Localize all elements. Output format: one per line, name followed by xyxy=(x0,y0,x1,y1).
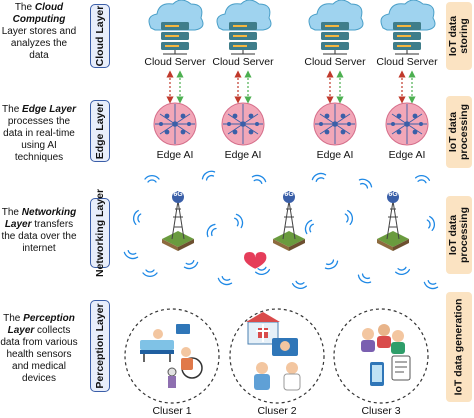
cloud-server-1 xyxy=(148,0,204,55)
cluster-2 xyxy=(229,308,325,404)
desc-bold: Perception Layer xyxy=(7,313,75,336)
wifi-icon xyxy=(358,178,373,189)
healthcare-icon xyxy=(246,312,301,391)
wifi-icon xyxy=(344,209,354,226)
server-icon xyxy=(229,22,257,55)
cloud-server-label-1: Cloud Server xyxy=(144,56,206,68)
wifi-icon xyxy=(394,266,411,276)
wifi-icon xyxy=(217,275,233,286)
cloud-server-label-2: Cloud Server xyxy=(212,56,274,68)
desc-text: processes the data in real-time using AI… xyxy=(3,116,75,163)
edge-ai-label-3: Edge AI xyxy=(316,149,354,161)
cloud-server-label-4: Cloud Server xyxy=(376,56,438,68)
desc-text: The xyxy=(1,207,22,218)
wifi-icon xyxy=(254,266,271,276)
wifi-icon xyxy=(426,215,436,232)
cloud-layer-pill: Cloud Layer xyxy=(90,4,110,68)
server-icon xyxy=(161,22,189,55)
wifi-icon xyxy=(251,174,267,185)
wifi-icon xyxy=(183,259,199,270)
edge-ai-label-2: Edge AI xyxy=(224,149,262,161)
edge-ai-4 xyxy=(385,102,429,146)
cluster-label-2: Cluser 2 xyxy=(257,405,297,417)
tower-icon xyxy=(377,191,409,251)
wifi-icon xyxy=(123,249,139,260)
desc-text: The xyxy=(14,2,35,13)
wifi-icon xyxy=(233,213,244,229)
networking-layer-description: The Networking Layer transfers the data … xyxy=(0,207,78,255)
wifi-icon xyxy=(201,170,216,181)
edge-layer-description: The Edge Layer processes the data in rea… xyxy=(0,104,78,164)
wifi-icon xyxy=(423,279,439,290)
wifi-icon xyxy=(206,223,217,238)
wifi-icon xyxy=(324,259,339,270)
desc-bold: Cloud Computing xyxy=(12,2,66,25)
cloud-server-4 xyxy=(380,0,436,55)
tower-icon xyxy=(162,191,194,251)
brain-icon xyxy=(385,102,429,146)
side-pill-processing-network: IoT data processing xyxy=(446,196,472,274)
wifi-icon xyxy=(414,174,431,184)
perception-layer-description: The Perception Layer collects data from … xyxy=(0,313,78,385)
wifi-icon xyxy=(304,219,315,235)
edge-ai-label-4: Edge AI xyxy=(388,149,426,161)
healthcare-icon xyxy=(140,324,203,388)
wifi-icon xyxy=(144,175,160,183)
desc-text: The xyxy=(2,104,23,115)
tower-1 xyxy=(162,191,194,251)
server-icon xyxy=(393,22,421,55)
desc-text: Layer stores and analyzes the data xyxy=(1,26,77,61)
edge-ai-2 xyxy=(221,102,265,146)
cloud-server-3 xyxy=(308,0,364,55)
tower-6g-label-1: 6G xyxy=(173,191,183,198)
brain-icon xyxy=(153,102,197,146)
side-pill-storing: IoT data storing xyxy=(446,2,472,70)
cluster-3 xyxy=(244,252,429,404)
tower-2 xyxy=(273,191,305,251)
cloud-edge-links xyxy=(166,70,416,104)
brain-icon xyxy=(313,102,357,146)
healthcare-icon xyxy=(244,252,411,386)
brain-icon xyxy=(221,102,265,146)
wifi-icon xyxy=(142,269,158,277)
cloud-server-2 xyxy=(216,0,272,55)
wifi-icon xyxy=(291,280,308,290)
perception-layer-pill: Perception Layer xyxy=(90,300,110,392)
networking-layer-pill: Networking Layer xyxy=(90,189,110,277)
server-icon xyxy=(321,22,349,55)
desc-text: collects data from various health sensor… xyxy=(0,325,78,384)
desc-text: The xyxy=(3,313,24,324)
edge-ai-3 xyxy=(313,102,357,146)
wifi-icon xyxy=(132,209,142,226)
tower-3 xyxy=(377,191,409,251)
cloud-layer-description: The Cloud Computing Layer stores and ana… xyxy=(0,2,78,62)
wifi-icon xyxy=(357,273,372,284)
desc-text: transfers the data over the internet xyxy=(1,219,77,254)
side-pill-processing-edge: IoT data processing xyxy=(446,96,472,168)
edge-ai-1 xyxy=(153,102,197,146)
edge-layer-pill: Edge Layer xyxy=(90,100,110,162)
cluster-1 xyxy=(124,308,220,404)
tower-6g-label-3: 6G xyxy=(388,191,398,198)
desc-bold: Edge Layer xyxy=(22,104,76,115)
tower-6g-label-2: 6G xyxy=(284,191,294,198)
desc-bold: Networking Layer xyxy=(4,207,77,230)
tower-icon xyxy=(273,191,305,251)
edge-ai-label-1: Edge AI xyxy=(156,149,194,161)
wifi-icon xyxy=(311,172,327,183)
cloud-server-label-3: Cloud Server xyxy=(304,56,366,68)
cluster-label-1: Cluser 1 xyxy=(152,405,192,417)
wifi-signals xyxy=(123,170,439,290)
side-pill-generation: IoT data generation xyxy=(446,292,472,402)
cluster-label-3: Cluser 3 xyxy=(361,405,401,417)
